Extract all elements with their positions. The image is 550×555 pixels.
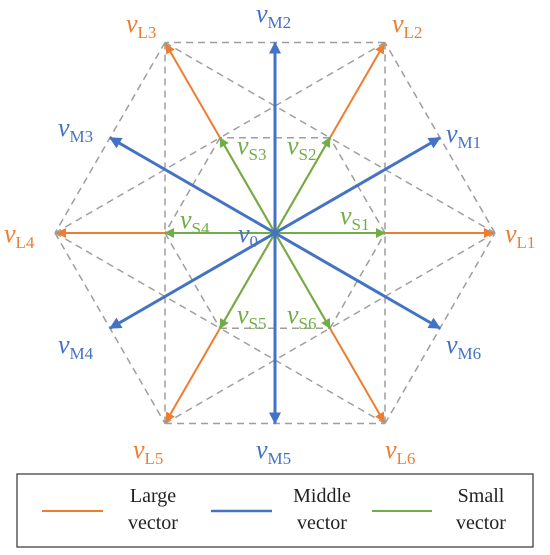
middle-vector-M3 [109, 136, 276, 235]
small-vector-S5 [219, 232, 276, 330]
middle-vector-M6 [274, 231, 441, 330]
label-L6: vL6 [385, 435, 415, 468]
grid-segment [329, 232, 496, 329]
legend: Large vector Middle vector Small vector [16, 473, 534, 548]
grid-segment [329, 137, 496, 234]
label-S1: vS1 [340, 201, 370, 234]
legend-label-large-line2: vector [128, 512, 178, 534]
label-M3: vM3 [58, 113, 93, 146]
legend-label-large-line1: Large [130, 485, 176, 507]
middle-vector-M1 [274, 136, 441, 235]
grid-segment [164, 327, 331, 425]
grid-segment [219, 327, 386, 425]
label-L3: vL3 [126, 9, 156, 42]
small-vector-S3 [219, 136, 276, 234]
legend-box [16, 473, 534, 548]
label-L1: vL1 [505, 219, 535, 252]
label-M6: vM6 [446, 330, 481, 363]
legend-label-small-line1: Small [458, 485, 505, 507]
label-S6: vS6 [287, 300, 317, 333]
grid-segment [54, 232, 221, 329]
label-S4: vS4 [180, 205, 210, 238]
label-S3: vS3 [237, 131, 267, 164]
label-S2: vS2 [287, 131, 317, 164]
grid-segment [219, 41, 386, 139]
label-L2: vL2 [392, 9, 422, 42]
label-L5: vL5 [133, 435, 163, 468]
label-M5: vM5 [256, 435, 291, 468]
legend-label-small-line2: vector [456, 512, 506, 534]
label-S5: vS5 [237, 300, 267, 333]
label-M2: vM2 [256, 0, 291, 32]
label-M1: vM1 [446, 119, 481, 152]
legend-label-middle-line1: Middle [293, 485, 351, 507]
origin-label: v0 [238, 219, 258, 251]
middle-vector-M4 [109, 231, 276, 330]
vector-labels: vL1 vL2 vL3 vL4 vL5 vL6 vM1 vM2 vM3 vM4 vM5 vM6 vS1 v… [4, 0, 535, 468]
label-L4: vL4 [4, 219, 35, 252]
small-vector-S2 [274, 136, 331, 234]
grid-segment [164, 41, 331, 139]
legend-label-middle-line2: vector [297, 512, 347, 534]
vector-arrows [56, 41, 494, 425]
grid-segment [54, 137, 221, 234]
label-M4: vM4 [58, 330, 94, 363]
small-vector-S6 [274, 232, 331, 330]
